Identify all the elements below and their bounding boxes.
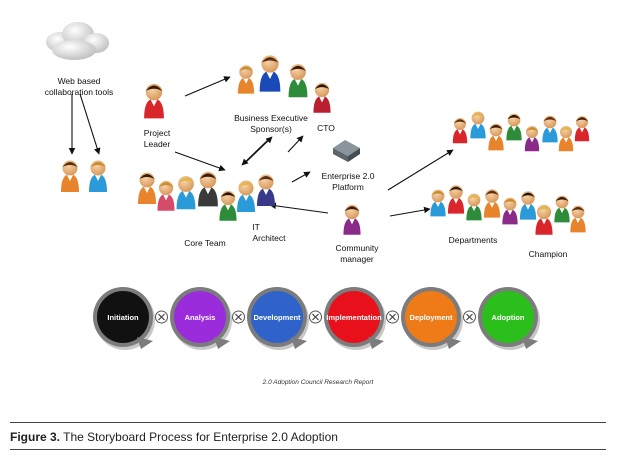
stage-process: Initiation Analysis Development Implementat… — [93, 287, 540, 350]
stage-deployment: Deployment — [401, 287, 463, 350]
stage-label: Analysis — [185, 313, 216, 322]
person-icon — [89, 160, 107, 192]
flow-arrows — [68, 76, 454, 217]
person-icon — [452, 118, 468, 144]
label-core-team: Core Team — [184, 238, 225, 248]
person-icon — [237, 65, 255, 94]
label-platform-1: Enterprise 2.0 — [322, 171, 375, 181]
label-sponsors-1: Business Executive — [234, 113, 308, 123]
person-icon — [157, 180, 175, 211]
stage-label: Implementation — [326, 313, 382, 322]
person-icon — [554, 195, 570, 223]
label-project-leader-2: Leader — [144, 139, 171, 149]
arrow-icon — [214, 337, 230, 349]
stage-label: Initiation — [107, 313, 139, 322]
label-cto: CTO — [317, 123, 335, 133]
caption-text: The Storyboard Process for Enterprise 2.… — [60, 430, 338, 444]
stage-fill — [405, 291, 457, 343]
person-icon — [237, 180, 255, 212]
person-icon — [483, 189, 501, 218]
stage-implementation: Implementation — [324, 287, 386, 350]
person-icon — [542, 115, 558, 143]
cross-connector-icon — [155, 310, 168, 324]
person-icon — [259, 55, 281, 92]
label-it-architect-1: IT — [252, 222, 260, 232]
person-icon — [502, 197, 518, 225]
stage-initiation: Initiation — [93, 287, 155, 350]
arrow-icon — [522, 337, 538, 349]
cloud-icon — [46, 22, 109, 60]
cross-connector-icon — [309, 310, 322, 324]
stage-analysis: Analysis — [170, 287, 232, 350]
person-icon — [138, 172, 156, 204]
person-icon — [288, 64, 308, 98]
person-icon — [198, 171, 218, 207]
label-platform-2: Platform — [332, 182, 364, 192]
person-icon — [574, 116, 590, 142]
arrow-icon — [137, 337, 153, 349]
label-community-manager-2: manager — [340, 254, 374, 264]
person-icon — [313, 82, 331, 113]
cross-connector-icon — [386, 310, 399, 324]
person-icon — [447, 185, 465, 214]
cross-connector-icon — [232, 310, 245, 324]
person-icon — [430, 189, 446, 217]
stage-label: Deployment — [410, 313, 453, 322]
person-icon — [519, 191, 537, 220]
person-icon — [219, 190, 237, 221]
arrow-icon — [445, 337, 461, 349]
person-icon — [343, 204, 361, 235]
people-group — [61, 55, 590, 235]
server-icon — [333, 140, 360, 162]
label-web-tools-2: collaboration tools — [45, 87, 114, 97]
person-icon — [570, 205, 586, 233]
person-icon — [488, 123, 504, 151]
stage-label: Development — [253, 313, 301, 322]
cross-connector-icon — [463, 310, 476, 324]
person-icon — [558, 126, 574, 152]
person-icon — [524, 126, 540, 152]
credit-text: 2.0 Adoption Council Research Report — [262, 379, 375, 386]
person-icon — [176, 176, 196, 210]
person-icon — [61, 160, 79, 192]
stage-fill — [97, 291, 149, 343]
label-it-architect-2: Architect — [252, 233, 286, 243]
arrow-icon — [291, 337, 307, 349]
labels: Web based collaboration tools Project Le… — [45, 76, 568, 264]
person-icon — [144, 83, 164, 119]
stage-fill — [174, 291, 226, 343]
person-icon — [506, 113, 522, 141]
stage-adoption: Adoption — [478, 287, 540, 350]
stage-fill — [251, 291, 303, 343]
stage-development: Development — [247, 287, 309, 350]
person-icon — [470, 111, 486, 139]
label-sponsors-2: Sponsor(s) — [250, 124, 292, 134]
stage-fill — [482, 291, 534, 343]
label-web-tools-1: Web based — [58, 76, 101, 86]
person-icon — [535, 204, 553, 235]
person-icon — [257, 174, 275, 206]
label-champion: Champion — [529, 249, 568, 259]
label-community-manager-1: Community — [336, 243, 380, 253]
person-icon — [466, 193, 482, 221]
stage-fill — [328, 291, 380, 343]
figure-caption: Figure 3. The Storyboard Process for Ent… — [10, 422, 606, 450]
stage-label: Adoption — [492, 313, 525, 322]
label-departments: Departments — [449, 235, 498, 245]
caption-prefix: Figure 3. — [10, 430, 61, 444]
arrow-icon — [368, 337, 384, 349]
label-project-leader-1: Project — [144, 128, 171, 138]
